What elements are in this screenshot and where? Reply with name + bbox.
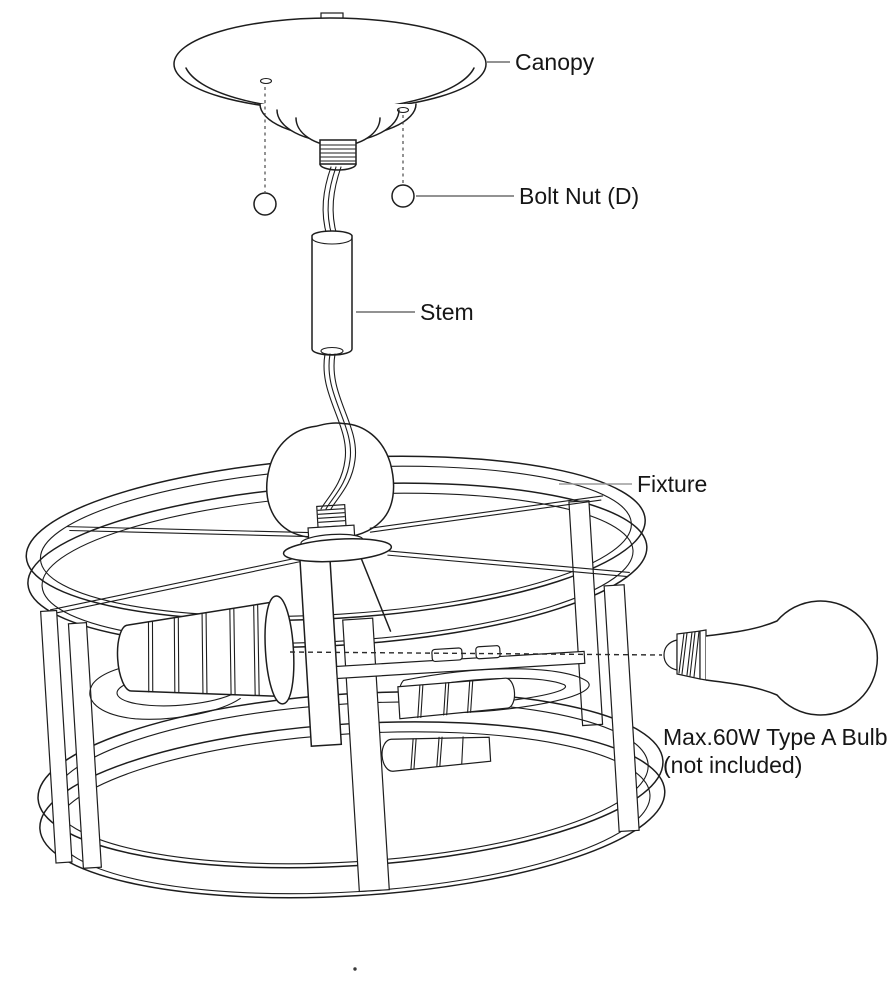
canopy-screw-hole-right [396,106,410,114]
bulb-drawing [663,600,879,716]
cage-bar-front-center [342,617,390,893]
upper-wire [322,166,342,237]
fixture-drum-cage [25,422,666,899]
label-bulb-note-line1: Max.60W Type A Bulb [663,724,888,750]
bolt-nut-left [253,192,277,216]
labels: Canopy Bolt Nut (D) Stem Fixture Max.60W… [356,49,888,778]
top-ring-spokes [50,495,630,615]
stem-body [311,230,353,356]
label-fixture: Fixture [637,471,707,497]
lower-socket-shell [381,736,492,772]
right-socket-shell [397,677,516,720]
terminal-tab-2 [475,645,501,660]
cage-bar-left-inner [67,622,102,869]
label-canopy: Canopy [515,49,595,75]
canopy-assembly [173,12,487,171]
canopy-screw-hole-left [259,77,273,85]
lower-wire [320,353,357,510]
wire-entry-dome [266,422,395,540]
hub-assembly [282,504,393,563]
bulb-globe [705,600,879,716]
stem-bottom-opening [320,346,344,356]
bulb-base-collar [699,629,707,681]
label-stem: Stem [420,299,474,325]
cage-bar-back-right [568,500,604,727]
terminal-tab-1 [431,647,463,663]
canopy-mount-steps [259,103,417,147]
left-socket-collar [264,595,295,705]
diagonal-strut [359,554,392,632]
bolt-nuts [253,87,415,216]
canopy-dome [173,17,487,111]
cage-bar-left-outer [40,609,73,864]
label-bulb-note-line2: (not included) [663,752,802,778]
bulb-base-tip [663,639,678,671]
canopy-threaded-nipple [319,139,357,171]
cage-bar-right [603,584,640,833]
left-socket [116,595,295,705]
center-column [298,551,343,747]
bulb-leader-dashline [289,651,663,656]
stray-dot-artifact [353,967,357,971]
bolt-nut-right [391,184,415,208]
label-bolt-nut: Bolt Nut (D) [519,183,639,209]
